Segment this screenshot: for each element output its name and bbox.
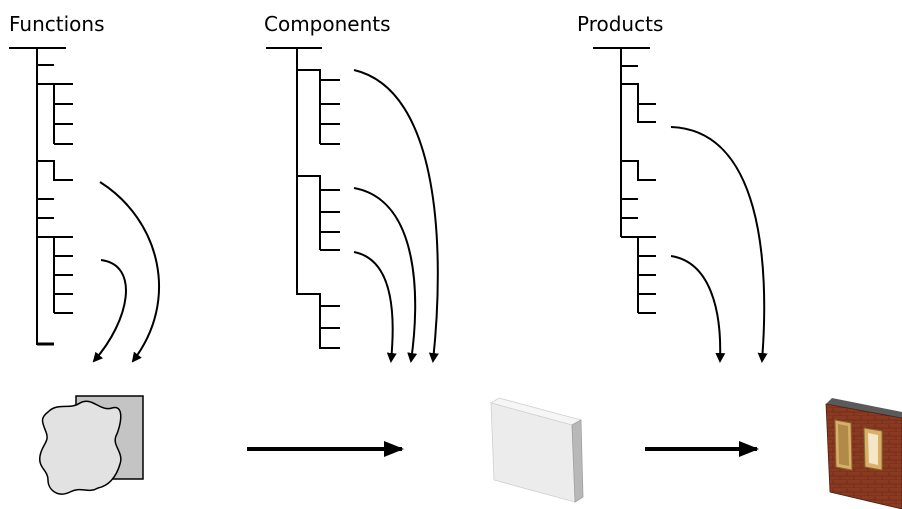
components-mapping-arrow: [353, 69, 439, 363]
products-tree-node: [621, 236, 639, 313]
products-column-title: Products: [577, 12, 664, 36]
functions-tree-node: [37, 83, 55, 144]
irregular-shape-over-square-icon: [39, 395, 144, 495]
functions-tree-node: [37, 236, 55, 313]
products-tree-branch: [621, 198, 638, 219]
components-column-title: Components: [264, 12, 391, 36]
functions-tree-leaves: [54, 83, 73, 145]
brick-wall-with-windows-icon: [825, 398, 902, 509]
components-tree-node: [297, 69, 321, 144]
products-tree-leaves: [638, 236, 656, 314]
products-mapping-arrow: [670, 255, 726, 363]
components-tree: [266, 47, 340, 349]
components-mapping-arrow: [353, 251, 397, 363]
functions-tree-branch: [37, 198, 54, 219]
functions-tree-node: [37, 160, 73, 181]
components-tree-trunk: [296, 48, 340, 349]
functions-tree-leaves: [54, 236, 73, 314]
functions-column-title: Functions: [9, 12, 105, 36]
functions-mapping-arrow: [92, 259, 127, 363]
blank-wall-panel-icon: [490, 397, 584, 503]
products-tree: [593, 47, 656, 314]
products-mapping-arrow: [670, 126, 768, 363]
components-tree-leaves: [320, 305, 340, 329]
components-tree-node: [297, 175, 321, 250]
functions-tree: [9, 47, 73, 346]
components-tree-leaves: [320, 189, 340, 251]
components-tree-leaves: [320, 79, 340, 145]
products-tree-node: [621, 160, 656, 181]
components-mapping-arrow: [353, 187, 418, 363]
functions-mapping-arrow: [99, 181, 161, 363]
